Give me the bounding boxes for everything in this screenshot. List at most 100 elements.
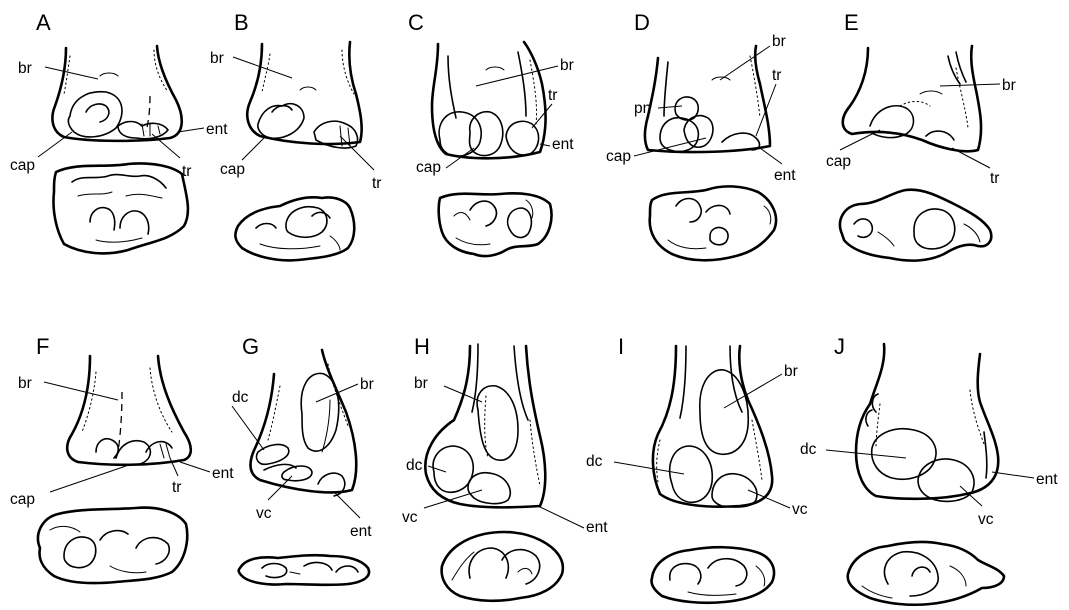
panel-f: F br cap ent [10,334,234,583]
panel-letter: E [844,10,859,35]
panel-letter: H [414,334,430,359]
label-tr: tr [170,458,181,496]
panel-letter: B [234,10,249,35]
label-ent: ent [334,492,372,540]
distal-end-view [848,542,1004,605]
label-cap: cap [10,132,72,174]
humerus-anterior-view [250,350,356,496]
panel-c: C br tr ent [408,10,574,256]
panel-a: A br cap [10,10,228,253]
label-cap: cap [10,466,126,508]
svg-text:pn: pn [634,100,651,117]
panel-letter: F [36,334,49,359]
svg-text:ent: ent [774,167,796,184]
svg-text:ent: ent [552,136,574,153]
svg-text:br: br [560,57,574,74]
label-tr: tr [152,134,191,180]
label-br: br [940,77,1016,94]
label-vc: vc [748,490,808,518]
panel-letter: G [242,334,259,359]
humerus-anterior-view [432,42,546,158]
svg-text:cap: cap [10,157,35,174]
svg-text:tr: tr [372,175,381,192]
svg-text:vc: vc [402,509,418,526]
panel-e: E br cap tr [826,10,1016,261]
label-br: br [724,363,798,408]
svg-text:vc: vc [256,505,272,522]
humerus-anterior-view [67,356,191,465]
label-ent: ent [540,136,574,153]
label-dc: dc [800,441,906,458]
label-ent: ent [760,148,796,184]
panel-letter: D [634,10,650,35]
panel-letter: C [408,10,424,35]
humerus-anterior-view [425,344,545,507]
svg-text:ent: ent [1036,471,1058,488]
panel-letter: J [834,334,845,359]
label-br: br [18,60,98,79]
distal-end-view [239,555,369,585]
svg-text:ent: ent [350,523,372,540]
panel-h: H br dc vc [402,334,608,601]
svg-text:br: br [784,363,798,380]
label-br: br [476,57,574,86]
svg-text:br: br [360,376,374,393]
svg-text:vc: vc [978,511,994,528]
distal-end-view [650,186,776,260]
label-br: br [316,376,374,402]
humerus-anterior-view [653,346,772,507]
panel-letter: A [36,10,51,35]
label-ent: ent [180,462,234,482]
humerus-anterior-view [247,42,361,148]
svg-text:br: br [772,33,786,50]
panel-g: G dc br vc [232,334,374,585]
label-ent: ent [538,506,608,536]
svg-text:tr: tr [548,87,557,104]
svg-text:br: br [18,60,32,77]
svg-text:br: br [1002,77,1016,94]
svg-text:ent: ent [586,519,608,536]
panel-letter: I [618,334,624,359]
svg-text:cap: cap [10,491,35,508]
svg-text:dc: dc [586,453,603,470]
label-cap: cap [826,130,880,170]
svg-text:tr: tr [772,67,781,84]
svg-text:tr: tr [990,170,999,187]
svg-text:dc: dc [232,389,249,406]
humerus-anterior-view [856,344,998,501]
label-ent: ent [178,121,228,138]
label-br: br [414,375,482,402]
svg-text:ent: ent [212,465,234,482]
distal-end-view [442,532,563,601]
humerus-anterior-view [843,46,981,151]
svg-text:vc: vc [792,501,808,518]
distal-end-view [53,163,187,253]
label-tr: tr [952,148,999,187]
label-cap: cap [220,136,266,178]
svg-text:br: br [18,375,32,392]
svg-text:cap: cap [826,153,851,170]
humerus-anterior-view [52,46,181,141]
panel-b: B br cap tr [210,10,381,260]
label-br: br [18,375,118,400]
distal-end-view [651,547,774,603]
distal-end-view [38,508,187,583]
panel-i: I br dc vc [586,334,808,603]
svg-text:br: br [210,50,224,67]
svg-text:dc: dc [406,457,423,474]
panel-d: D br tr pn [606,10,796,260]
distal-end-view [840,190,991,261]
svg-text:tr: tr [172,479,181,496]
svg-text:br: br [414,375,428,392]
label-br: br [210,50,292,78]
svg-text:dc: dc [800,441,817,458]
svg-text:cap: cap [220,161,245,178]
humerus-anterior-view [645,46,770,152]
svg-text:ent: ent [206,121,228,138]
svg-text:tr: tr [182,163,191,180]
distal-end-view [439,193,552,256]
panel-j: J dc ent vc [800,334,1058,605]
distal-end-view [235,197,354,260]
label-ent: ent [992,471,1058,488]
